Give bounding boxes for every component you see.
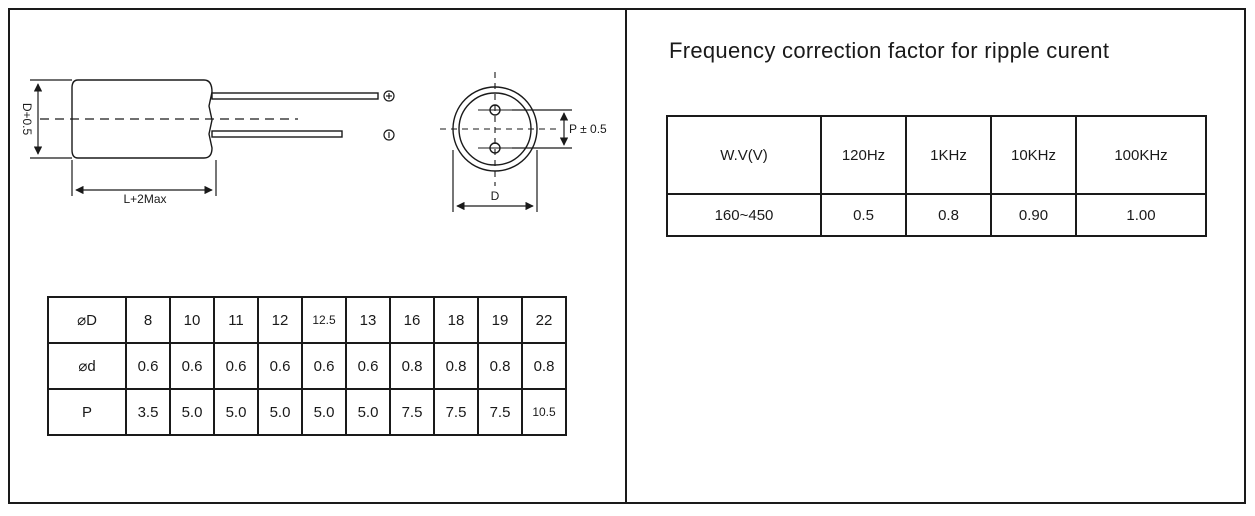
length-label: L+2Max — [123, 192, 166, 206]
value-cell: 0.90 — [990, 193, 1077, 237]
dimension-cell: 8 — [125, 296, 171, 344]
dimension-cell: 18 — [433, 296, 479, 344]
value-cell: 0.5 — [820, 193, 907, 237]
row-header: P — [47, 388, 127, 436]
panel-divider — [625, 8, 627, 504]
dimension-cell: 7.5 — [433, 388, 479, 436]
dimension-cell: 0.6 — [301, 342, 347, 390]
dimension-cell: 0.8 — [389, 342, 435, 390]
diameter-label: D+0.5 — [20, 103, 34, 136]
dimension-cell: 12 — [257, 296, 303, 344]
frequency-header-row: W.V(V) 120Hz 1KHz 10KHz 100KHz — [666, 115, 1207, 195]
dimension-cell: 0.8 — [521, 342, 567, 390]
outer-frame — [8, 8, 1246, 504]
dimension-cell: 0.6 — [345, 342, 391, 390]
dimension-cell: 13 — [345, 296, 391, 344]
value-cell: 0.8 — [905, 193, 992, 237]
dimension-cell: 10 — [169, 296, 215, 344]
dimension-cell: 5.0 — [301, 388, 347, 436]
header-cell: 120Hz — [820, 115, 907, 195]
dimension-cell: 7.5 — [389, 388, 435, 436]
dimension-cell: 5.0 — [213, 388, 259, 436]
value-cell: 160~450 — [666, 193, 822, 237]
dimension-cell: 0.6 — [213, 342, 259, 390]
frequency-title: Frequency correction factor for ripple c… — [669, 38, 1110, 63]
dimension-cell: 0.8 — [433, 342, 479, 390]
dimension-cell: 5.0 — [345, 388, 391, 436]
dimension-cell: 0.6 — [125, 342, 171, 390]
dimension-cell: 7.5 — [477, 388, 523, 436]
d-label: D — [491, 189, 500, 203]
dimension-cell: 16 — [389, 296, 435, 344]
header-cell: 1KHz — [905, 115, 992, 195]
dimension-cell: 3.5 — [125, 388, 171, 436]
capacitor-dimension-drawing: D+0.5 L+2Max P ± 0.5 D — [20, 72, 607, 212]
row-header: ⌀D — [47, 296, 127, 344]
dimension-cell: 0.8 — [477, 342, 523, 390]
frequency-table: W.V(V) 120Hz 1KHz 10KHz 100KHz 160~450 0… — [666, 115, 1207, 237]
dimension-cell: 5.0 — [257, 388, 303, 436]
dimension-cell: 11 — [213, 296, 259, 344]
dimension-cell: 22 — [521, 296, 567, 344]
dimension-cell: 10.5 — [521, 388, 567, 436]
header-cell: 100KHz — [1075, 115, 1207, 195]
frequency-value-row: 160~450 0.5 0.8 0.90 1.00 — [666, 193, 1207, 237]
plus-terminal-icon — [383, 90, 395, 102]
header-cell: 10KHz — [990, 115, 1077, 195]
dimension-cell: 12.5 — [301, 296, 347, 344]
pitch-label: P ± 0.5 — [569, 122, 607, 136]
row-header: ⌀d — [47, 342, 127, 390]
dimension-cell: 0.6 — [169, 342, 215, 390]
header-cell: W.V(V) — [666, 115, 822, 195]
capacitor-side-view — [71, 79, 379, 159]
dimension-cell: 5.0 — [169, 388, 215, 436]
value-cell: 1.00 — [1075, 193, 1207, 237]
dimension-cell: 0.6 — [257, 342, 303, 390]
dimension-cell: 19 — [477, 296, 523, 344]
minus-terminal-icon — [383, 129, 395, 141]
